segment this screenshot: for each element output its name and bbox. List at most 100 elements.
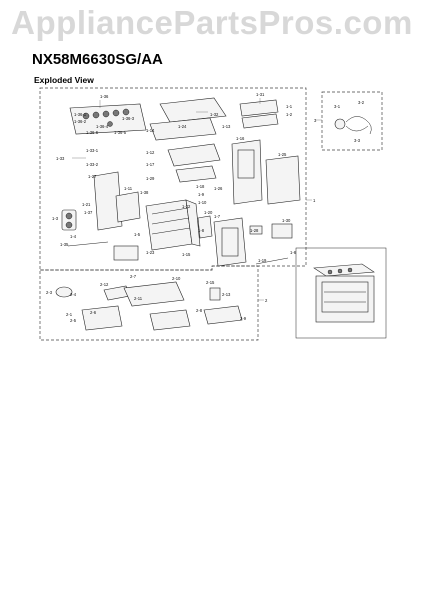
callout-1-32: 1-32 (210, 112, 219, 117)
model-number: NX58M6630SG/AA (32, 51, 163, 68)
manifold-part (255, 257, 289, 265)
callout-3-2: 3-2 (358, 100, 365, 105)
callout-2-3: 2-3 (46, 290, 53, 295)
watermark: AppliancePartsPros.com (11, 4, 413, 41)
callout-1-16: 1-16 (236, 136, 245, 141)
valve-part (271, 223, 293, 239)
callout-1-9: 1-9 (198, 192, 205, 197)
callout-2-12: 2-12 (100, 282, 109, 287)
callout-3-3: 3-3 (354, 138, 361, 143)
callout-1-26: 1-26 (214, 186, 223, 191)
callout-1-8: 1-8 (198, 228, 205, 233)
callout-1-4: 1-4 (70, 234, 77, 239)
callout-1-28: 1-28 (250, 228, 259, 233)
right-side-panel (265, 155, 301, 205)
callout-1-2: 1-2 (286, 112, 293, 117)
callout-1-36: 1-36 (100, 94, 109, 99)
callout-1-19: 1-19 (258, 258, 267, 263)
callout-1-5: 1-5 (134, 232, 141, 237)
callout-1-3: 1-3 (52, 216, 59, 221)
igniter-part (249, 225, 263, 235)
callout-1: 1 (313, 198, 316, 203)
callout-1-25: 1-25 (278, 152, 287, 157)
callout-1-27: 1-27 (88, 174, 97, 179)
rear-bracket-part (239, 99, 279, 117)
exploded-view-title: Exploded View (34, 75, 94, 85)
bottom-tray-part (123, 281, 185, 307)
callout-2-4: 2-4 (70, 292, 77, 297)
control-panel-part (69, 103, 147, 135)
callout-1-12: 1-12 (146, 150, 155, 155)
callout-1-15: 1-15 (182, 252, 191, 257)
callout-1-23: 1-23 (146, 250, 155, 255)
cavity-plate-part (197, 215, 213, 239)
callout-2-5: 2-5 (70, 318, 77, 323)
callout-2-10: 2-10 (172, 276, 181, 281)
window-part (115, 191, 141, 223)
callout-1-33: 1-33 (56, 156, 65, 161)
callout-1-21: 1-21 (82, 202, 91, 207)
section-2-outline (39, 265, 259, 341)
rail-part (67, 241, 109, 247)
callout-3: 3 (314, 118, 317, 123)
callout-1-36-4: 1-36-4 (96, 124, 109, 129)
range-overview-drawing (313, 263, 375, 323)
drawer-part (81, 305, 123, 331)
callout-1-24: 1-24 (178, 124, 187, 129)
burner-part (55, 286, 73, 298)
callout-1-36-2: 1-36-2 (74, 119, 87, 124)
callout-1-17: 1-17 (146, 162, 155, 167)
top-cover-part (167, 143, 221, 167)
callout-1-11: 1-11 (124, 186, 133, 191)
callout-2-15: 2-15 (206, 280, 215, 285)
callout-2-9: 2-9 (240, 316, 247, 321)
callout-1-7: 1-7 (214, 214, 221, 219)
callout-1-13: 1-13 (222, 124, 231, 129)
leader-lines (72, 98, 322, 301)
rear-vent-part (241, 113, 279, 129)
back-panel-box (237, 149, 255, 179)
callout-1-18: 1-18 (196, 184, 205, 189)
callout-1-37: 1-37 (84, 210, 93, 215)
callout-2-6: 2-6 (90, 310, 97, 315)
gas-valve-part (209, 287, 221, 301)
left-side-panel (93, 171, 123, 231)
cooktop-part (159, 97, 227, 123)
callout-1-22: 1-22 (182, 204, 191, 209)
section-3-outline (321, 91, 383, 151)
callout-1-10: 1-10 (198, 200, 207, 205)
callout-1-33-1: 1-33-1 (86, 148, 99, 153)
callout-2-11: 2-11 (134, 296, 143, 301)
callout-1-35: 1-35 (60, 242, 69, 247)
callout-3-1: 3-1 (334, 104, 341, 109)
burner-box-part (175, 165, 217, 183)
drawer-rail-part (203, 305, 243, 325)
callout-2-13: 2-13 (222, 292, 231, 297)
callout-1-31: 1-31 (256, 92, 265, 97)
callout-2-7: 2-7 (130, 274, 137, 279)
callout-1-30: 1-30 (282, 218, 291, 223)
wire-harness-part (334, 116, 372, 135)
cooktop-lower-part (149, 117, 217, 141)
drawer-plate-part (149, 309, 191, 331)
knob-assembly-part (61, 209, 77, 231)
callout-2-8: 2-8 (196, 308, 203, 313)
callout-2: 2 (265, 298, 268, 303)
callout-1-29: 1-29 (146, 176, 155, 181)
range-overview-frame (295, 247, 387, 339)
bracket-assembly-part (113, 245, 139, 261)
callout-1-38: 1-38 (140, 190, 149, 195)
callout-1-36-6: 1-36-6 (86, 130, 99, 135)
callout-1-1: 1-1 (286, 104, 293, 109)
callout-1-36-1: 1-36-1 (74, 112, 87, 117)
callout-1-6: 1-6 (290, 250, 297, 255)
callout-1-33-2: 1-33-2 (86, 162, 99, 167)
callout-1-20: 1-20 (204, 210, 213, 215)
oven-door-glass (221, 227, 239, 257)
oven-cavity-part (145, 199, 201, 251)
callout-1-14: 1-14 (146, 128, 155, 133)
callout-1-36-3: 1-36-3 (122, 116, 135, 121)
callout-2-1: 2-1 (66, 312, 73, 317)
callout-1-36-5: 1-36-5 (114, 130, 127, 135)
